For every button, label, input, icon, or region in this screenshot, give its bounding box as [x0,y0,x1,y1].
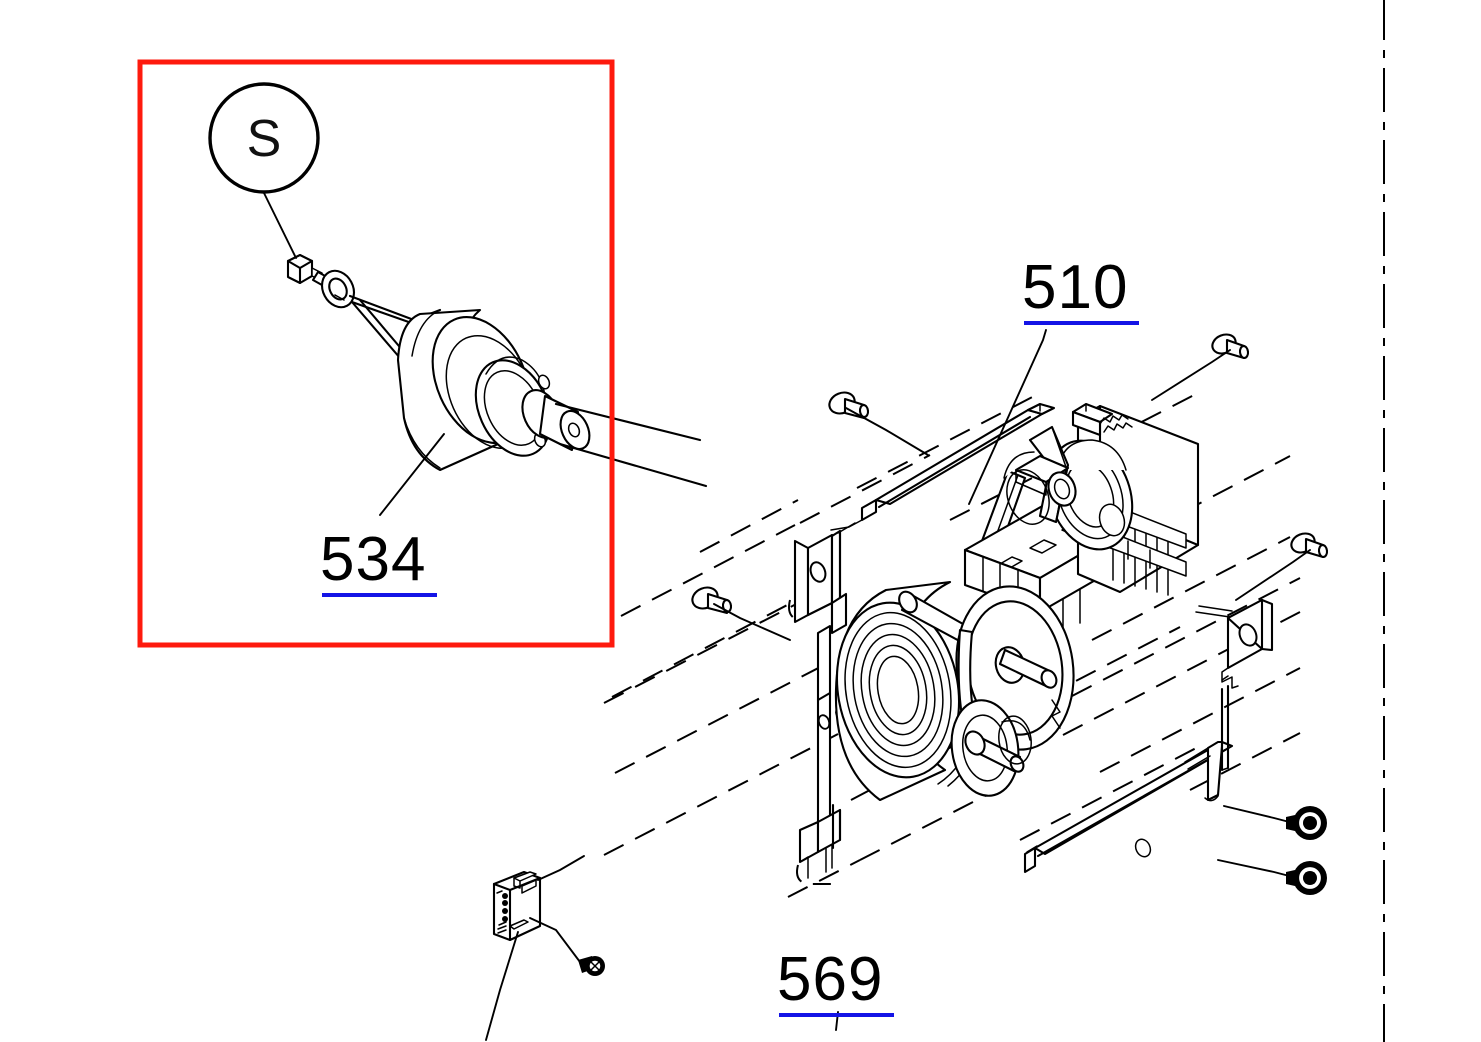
drive-assembly-569 [603,391,1301,898]
flanged-screw [1286,806,1327,840]
small-pulley [950,699,1032,797]
callout-bubble-s [208,82,320,194]
toothed-wheel [1099,414,1133,433]
pan-head-screw [1211,333,1250,360]
leader-534 [379,433,445,516]
motor-534 [286,253,708,488]
belt-pulley-group [834,580,1075,802]
callout-leader [263,192,297,259]
pan-head-screw [1290,532,1329,559]
pan-head-screw [828,391,870,420]
multi-groove-pulley [834,580,985,802]
pcb-pins [502,893,508,922]
machine-screw-small [578,956,605,976]
pan-head-screw [691,586,733,615]
leader-lines [485,329,1311,1041]
right-mount-bracket [1195,598,1274,772]
sensor-pcb [492,870,542,942]
flanged-screw [1286,861,1327,895]
bottom-tray [1023,740,1234,874]
highlight-box-534 [137,59,615,648]
